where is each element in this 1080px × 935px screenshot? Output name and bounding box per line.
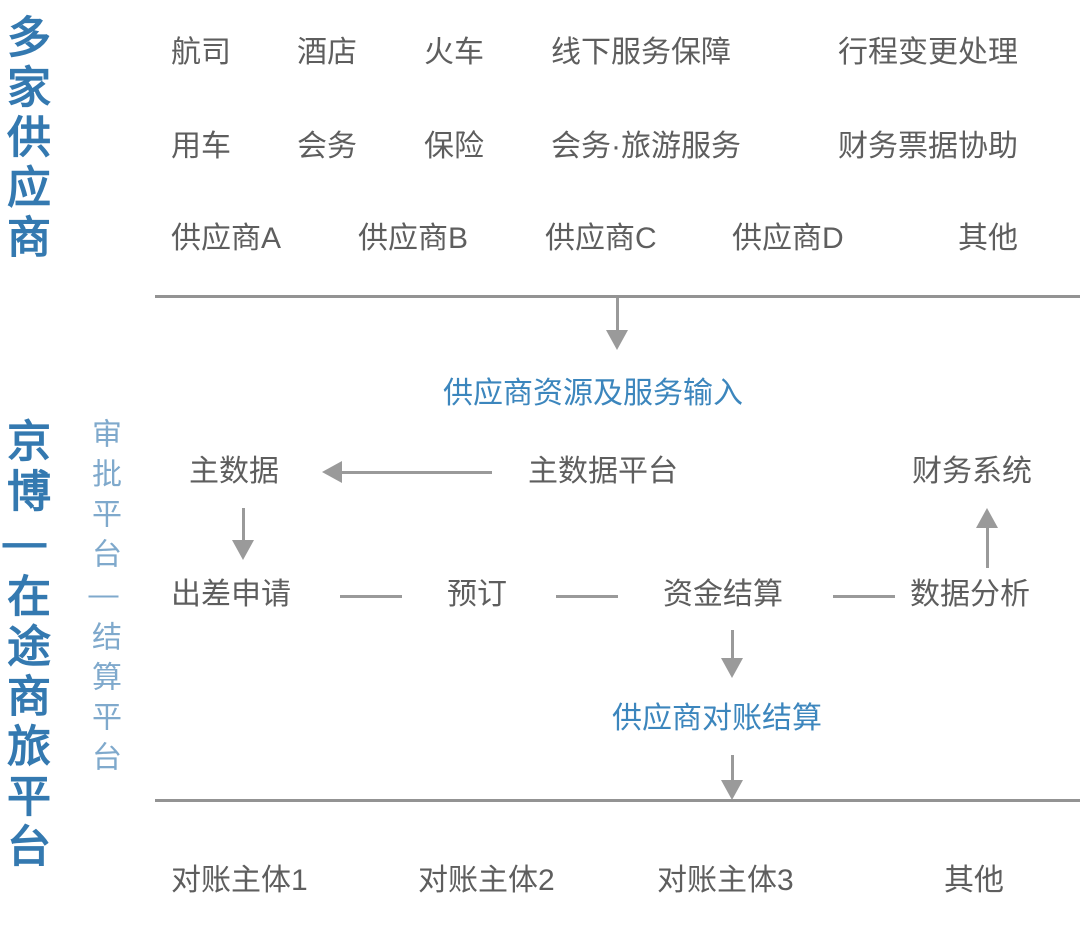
- node-master-data: 主数据: [189, 455, 279, 488]
- input-flow-arrow-head: [606, 330, 628, 350]
- supplier-name-c: 供应商C: [545, 222, 657, 255]
- reconciliation-entity-1: 对账主体1: [171, 864, 308, 897]
- side-label-suppliers: 多家供应商: [0, 14, 49, 264]
- supplier-name-a: 供应商A: [171, 222, 282, 255]
- supplier-name-d: 供应商D: [732, 222, 844, 255]
- supplier-item-car: 用车: [171, 130, 231, 163]
- process-connector-3: [833, 595, 895, 598]
- side-label-platform: 京博—在途商旅平台: [0, 418, 49, 873]
- finance-system-up-arrow-head: [976, 508, 998, 528]
- divider-supplier-section: [155, 295, 1080, 298]
- process-step-booking: 预订: [447, 578, 507, 611]
- master-data-down-arrow-shaft: [242, 508, 245, 544]
- supplier-item-offline-service: 线下服务保障: [551, 36, 731, 69]
- master-data-arrow-shaft: [342, 471, 492, 474]
- process-connector-1: [340, 595, 402, 598]
- divider-entity-section: [155, 799, 1080, 802]
- reconciliation-entity-other: 其他: [944, 864, 1004, 897]
- supplier-item-conference: 会务: [297, 130, 357, 163]
- supplier-item-airline: 航司: [171, 36, 231, 69]
- settlement-arrow-shaft-top: [731, 630, 734, 662]
- supplier-item-conference-travel-service: 会务·旅游服务: [551, 130, 741, 163]
- process-step-travel-request: 出差申请: [171, 578, 291, 611]
- master-data-down-arrow-head: [232, 540, 254, 560]
- process-step-fund-settlement: 资金结算: [663, 578, 783, 611]
- finance-system-up-arrow-shaft: [986, 528, 989, 568]
- supplier-item-train: 火车: [424, 36, 484, 69]
- settlement-flow-label: 供应商对账结算: [612, 702, 822, 735]
- reconciliation-entity-3: 对账主体3: [657, 864, 794, 897]
- node-master-data-platform: 主数据平台: [528, 455, 678, 488]
- process-connector-2: [556, 595, 618, 598]
- supplier-item-finance-invoice-support: 财务票据协助: [838, 130, 1018, 163]
- supplier-item-itinerary-change: 行程变更处理: [838, 36, 1018, 69]
- master-data-arrow-head: [322, 461, 342, 483]
- reconciliation-entity-2: 对账主体2: [418, 864, 555, 897]
- input-flow-label: 供应商资源及服务输入: [443, 377, 743, 410]
- process-step-data-analysis: 数据分析: [910, 578, 1030, 611]
- supplier-name-b: 供应商B: [358, 222, 469, 255]
- supplier-name-other: 其他: [958, 222, 1018, 255]
- input-flow-arrow-shaft: [616, 298, 619, 334]
- supplier-item-hotel: 酒店: [297, 36, 357, 69]
- supplier-item-insurance: 保险: [424, 130, 484, 163]
- settlement-arrow-shaft-bottom: [731, 755, 734, 783]
- settlement-arrow-head-top: [721, 658, 743, 678]
- settlement-arrow-head-bottom: [721, 780, 743, 800]
- node-finance-system: 财务系统: [912, 455, 1032, 488]
- side-label-approval-settlement: 审批平台—结算平台: [87, 418, 120, 781]
